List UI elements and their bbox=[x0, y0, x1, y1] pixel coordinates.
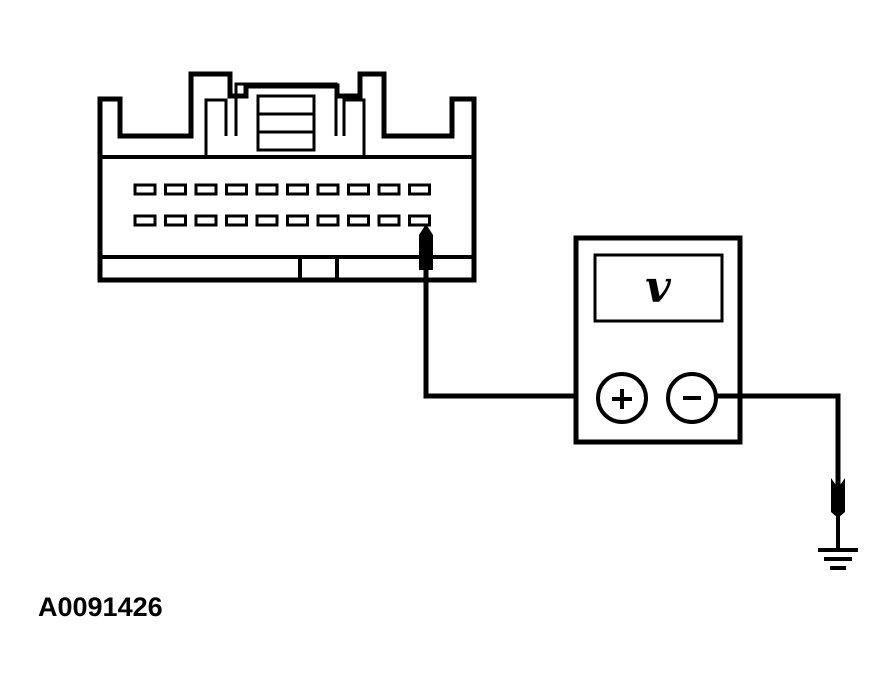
figure-id: A0091426 bbox=[38, 592, 163, 622]
pin-cavity bbox=[255, 214, 279, 227]
connector-icon bbox=[97, 71, 477, 283]
pin-cavity bbox=[133, 183, 157, 196]
pin-cavity bbox=[194, 183, 218, 196]
test-probe-icon bbox=[419, 224, 433, 280]
pin-cavity bbox=[377, 214, 401, 227]
pin-cavity bbox=[286, 214, 309, 227]
pin-cavity bbox=[316, 214, 340, 227]
pin-cavity bbox=[408, 214, 431, 227]
connector-pin-row-bottom bbox=[133, 214, 431, 227]
positive-terminal-icon bbox=[596, 372, 648, 424]
ground-symbol-icon bbox=[818, 548, 858, 570]
pin-cavity bbox=[194, 214, 218, 227]
pin-cavity bbox=[377, 183, 401, 196]
pin-cavity bbox=[225, 183, 248, 196]
pin-cavity bbox=[164, 214, 187, 227]
pin-cavity bbox=[133, 214, 157, 227]
negative-lead-wire bbox=[716, 393, 841, 488]
connector-pin-row-top bbox=[133, 183, 431, 196]
pin-cavity bbox=[347, 214, 370, 227]
meter-display-letter: v bbox=[645, 262, 671, 313]
ground-probe-icon bbox=[831, 478, 845, 550]
pin-cavity bbox=[408, 183, 431, 196]
pin-cavity bbox=[255, 183, 279, 196]
negative-terminal-icon bbox=[666, 372, 718, 424]
voltmeter-icon: v bbox=[573, 235, 743, 445]
pin-cavity bbox=[316, 183, 340, 196]
pin-cavity bbox=[347, 183, 370, 196]
pin-cavity bbox=[225, 214, 248, 227]
pin-cavity bbox=[164, 183, 187, 196]
positive-lead-wire bbox=[423, 262, 600, 399]
pin-cavity bbox=[286, 183, 309, 196]
